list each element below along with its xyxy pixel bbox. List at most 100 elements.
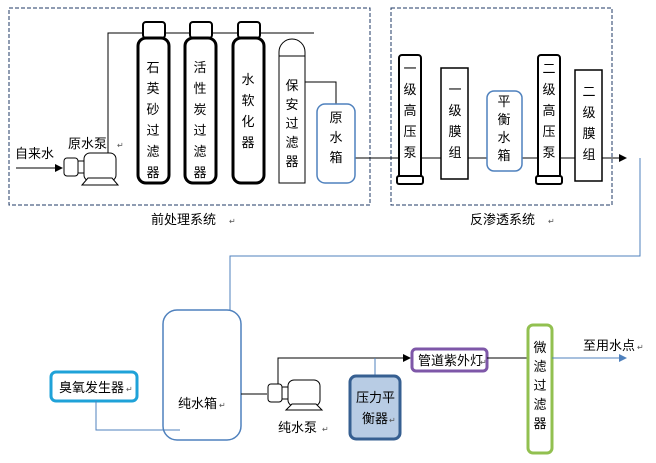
vertical-label-char: 软 xyxy=(241,94,254,109)
raw-water-pump xyxy=(63,152,120,186)
vertical-label-char: 滤 xyxy=(533,398,546,413)
ro-to-pure-tank-line xyxy=(226,158,641,321)
vertical-label-char: 原 xyxy=(329,111,342,126)
vertical-label-char: 过 xyxy=(146,124,159,139)
vertical-label-char: 组 xyxy=(448,146,461,161)
vertical-label-char: 平 xyxy=(497,95,510,110)
vertical-label-char: 级 xyxy=(542,83,555,98)
pure-water-pump xyxy=(267,379,324,411)
pretreatment-section-border xyxy=(8,7,371,206)
vertical-label-char: 一 xyxy=(448,83,461,98)
vertical-label-char: 箱 xyxy=(497,148,510,164)
vertical-label-char: 泵 xyxy=(403,146,416,161)
uv-lamp xyxy=(410,347,489,373)
vertical-label-char: 膜 xyxy=(582,127,595,142)
uv-label: 管道紫外灯 xyxy=(418,354,483,369)
vertical-label-char: 安 xyxy=(285,98,298,113)
vertical-label-char: 微 xyxy=(533,341,546,356)
security-filter xyxy=(278,38,306,184)
stage2-membrane xyxy=(574,69,603,182)
vertical-label-char: 滤 xyxy=(533,360,546,375)
vertical-label-char: 压 xyxy=(542,125,555,140)
inlet-label: 自来水 xyxy=(15,147,54,162)
vertical-label-char: 组 xyxy=(582,148,595,163)
vertical-label-char: 器 xyxy=(241,136,254,151)
vertical-label-char: 级 xyxy=(582,106,595,121)
vertical-label-char: 保 xyxy=(285,79,298,94)
vertical-label-char: 二 xyxy=(542,62,555,77)
outlet-label: 至用水点 xyxy=(583,339,635,354)
return-mark: ↵ xyxy=(117,141,124,150)
return-mark: ↵ xyxy=(229,217,236,226)
vertical-label-char: 箱 xyxy=(329,150,342,166)
return-mark: ↵ xyxy=(389,416,396,425)
vertical-label-char: 炭 xyxy=(193,103,206,118)
stage2-hp-pump xyxy=(535,54,563,185)
pure-tank-label: 纯水箱 xyxy=(178,396,217,412)
vertical-label-char: 泵 xyxy=(542,146,555,161)
raw-pump-label: 原水泵 xyxy=(68,137,107,152)
return-mark: ↵ xyxy=(322,425,329,434)
vertical-label-char: 一 xyxy=(403,62,416,77)
vertical-label-char: 器 xyxy=(146,166,159,181)
vertical-label-char: 级 xyxy=(448,104,461,119)
vertical-label-char: 衡 xyxy=(497,113,510,128)
vertical-label-char: 器 xyxy=(533,417,546,432)
vertical-label-char: 二 xyxy=(582,85,595,100)
ozone-label: 臭氧发生器 xyxy=(59,380,124,396)
vertical-label-char: 级 xyxy=(403,83,416,98)
vertical-label-char: 滤 xyxy=(146,145,159,160)
return-mark: ↵ xyxy=(637,343,644,352)
vertical-label-char: 水 xyxy=(497,131,510,146)
vertical-label-char: 滤 xyxy=(285,136,298,151)
vertical-label-char: 活 xyxy=(193,61,206,76)
pump-to-uv-line xyxy=(277,354,411,384)
vertical-label-char: 器 xyxy=(285,155,298,170)
vertical-label-char: 水 xyxy=(329,131,342,146)
ozone-to-tank-line xyxy=(95,401,180,431)
micro-filter xyxy=(526,323,554,455)
vertical-label-char: 滤 xyxy=(193,145,206,160)
vertical-label-char: 化 xyxy=(241,115,254,130)
ozone-generator xyxy=(49,370,139,403)
vertical-label-char: 过 xyxy=(193,124,206,139)
vertical-label-char: 膜 xyxy=(448,125,461,140)
pure-pump-label: 纯水泵 xyxy=(278,421,317,436)
raw-water-tank xyxy=(316,103,356,184)
vertical-label-char: 高 xyxy=(542,103,555,119)
ro-section-border xyxy=(390,7,613,206)
vertical-label-char: 高 xyxy=(403,103,416,119)
return-mark: ↵ xyxy=(219,401,226,410)
balancer-label-line1: 压力平 xyxy=(356,391,395,406)
vessels-raw-tank-label: 原水箱 xyxy=(329,111,342,166)
return-mark: ↵ xyxy=(126,385,133,394)
vertical-label-char: 性 xyxy=(193,82,206,97)
stage1-membrane xyxy=(440,67,469,180)
vertical-label-char: 过 xyxy=(285,117,298,132)
return-mark: ↵ xyxy=(480,358,487,367)
security-to-raw-tank-line xyxy=(305,81,337,104)
balance-water-tank xyxy=(486,90,523,172)
vertical-label-char: 器 xyxy=(193,166,206,181)
vertical-label-char: 英 xyxy=(146,82,159,97)
return-mark: ↵ xyxy=(548,217,555,226)
pretreatment-label: 前处理系统 xyxy=(151,212,216,228)
stage1-hp-pump xyxy=(396,54,424,185)
vertical-label-char: 压 xyxy=(403,125,416,140)
vertical-label-char: 过 xyxy=(533,379,546,394)
pure-water-tank xyxy=(162,309,242,441)
vertical-label-char: 水 xyxy=(241,73,254,88)
water-softener xyxy=(231,21,266,185)
quartz-sand-filter xyxy=(136,21,171,185)
